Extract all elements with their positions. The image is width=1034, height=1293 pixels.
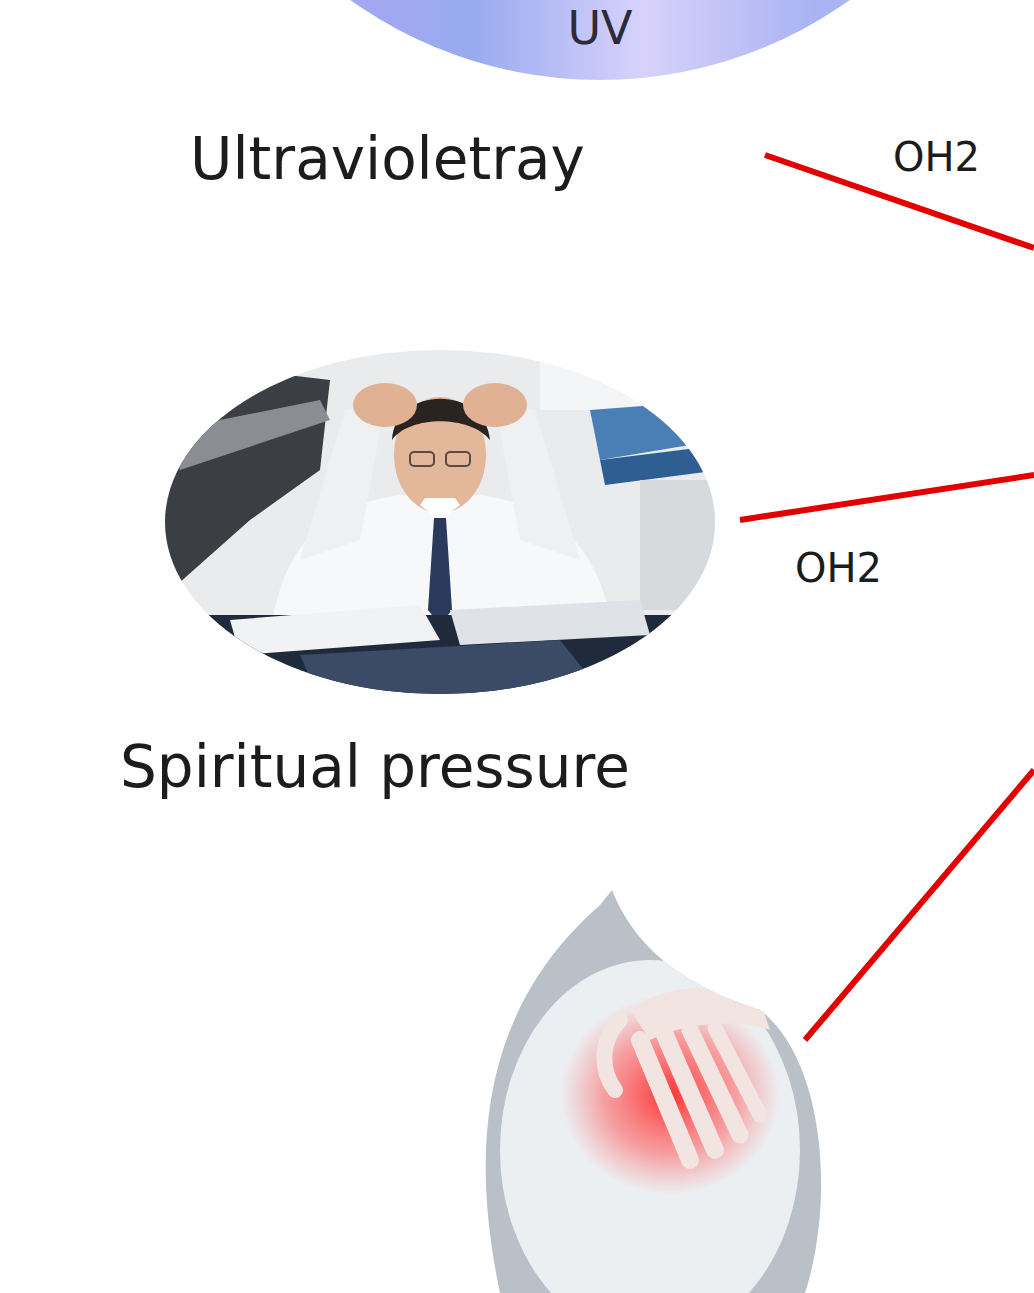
node-heading: Ultravioletray <box>190 126 585 193</box>
photo-node: Spiritual pressure <box>120 350 780 815</box>
node-text: UV <box>500 2 700 55</box>
red-line <box>740 475 1034 520</box>
stress-photo <box>160 345 720 705</box>
uv-circle <box>170 0 1030 80</box>
line-label: OH2 <box>795 545 882 591</box>
line-label: OH2 <box>893 134 980 180</box>
uv-node: UV Ultravioletray <box>0 0 1034 215</box>
node-heading: Spiritual pressure <box>120 734 630 801</box>
hip-pain-illustration <box>470 885 840 1293</box>
red-line <box>805 770 1034 1040</box>
